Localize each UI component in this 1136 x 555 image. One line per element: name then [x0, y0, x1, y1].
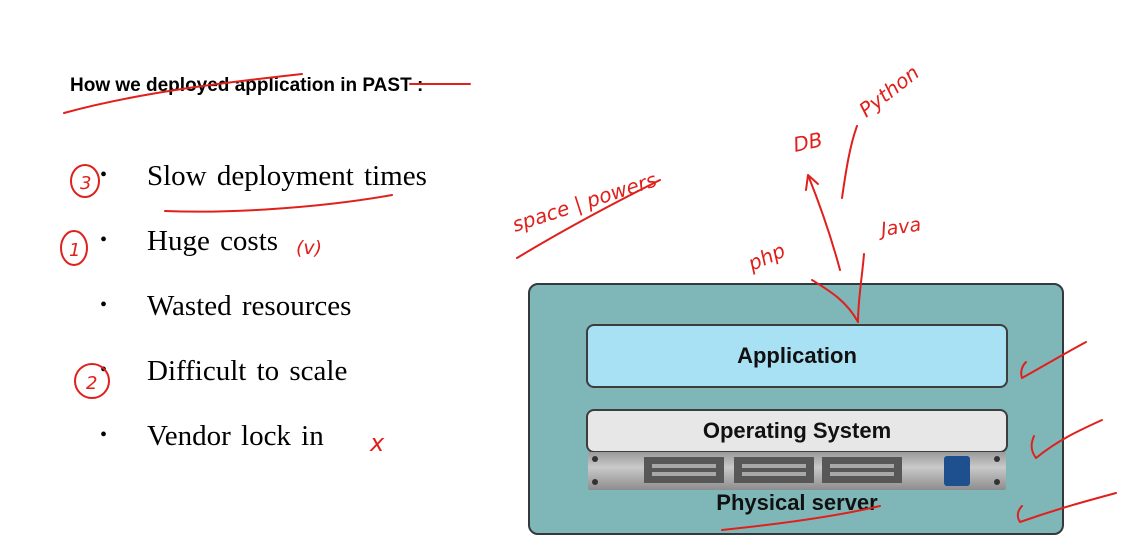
bullet-text: Difficult to scale — [147, 355, 348, 387]
application-layer: Application — [586, 324, 1008, 388]
screw-icon — [994, 456, 1000, 462]
rank-circle-icon — [60, 230, 88, 266]
rank-number: 2 — [86, 373, 97, 394]
arrow-stroke — [805, 174, 841, 271]
slide-title: How we deployed application in PAST : — [70, 75, 424, 96]
handwritten-note: space | powers — [509, 167, 659, 236]
bullet-icon: • — [100, 164, 108, 186]
bullet-icon: • — [100, 229, 108, 251]
bullet-icon: • — [100, 294, 108, 316]
server-rack-icon — [588, 452, 1006, 490]
bullet-icon: • — [100, 424, 108, 446]
handwritten-cross-mark: x — [369, 429, 385, 457]
physical-server-label: Physical server — [716, 490, 878, 515]
underline-stroke — [516, 179, 661, 259]
power-indicator-icon — [944, 456, 970, 486]
handwritten-note: DB — [791, 127, 824, 157]
bullet-text: Huge costs — [147, 225, 279, 257]
handwritten-note: Java — [876, 214, 923, 242]
bullet-text: Vendor lock in — [147, 420, 324, 452]
drive-bay-icon — [822, 457, 902, 483]
operating-system-layer: Operating System — [586, 409, 1008, 453]
drive-bay-icon — [734, 457, 814, 483]
screw-icon — [994, 479, 1000, 485]
bullet-text: Slow deployment times — [147, 160, 427, 192]
rank-number: 3 — [80, 173, 91, 194]
underline-stroke — [164, 194, 393, 213]
bullet-icon: • — [100, 359, 108, 381]
rank-number: 1 — [69, 240, 80, 261]
handwritten-note: (v) — [296, 237, 322, 259]
screw-icon — [592, 456, 598, 462]
rank-circle-icon — [70, 164, 100, 198]
bullet-text: Wasted resources — [147, 290, 352, 322]
arrow-stroke — [841, 125, 858, 199]
drive-bay-icon — [644, 457, 724, 483]
handwritten-note: Python — [854, 60, 923, 122]
handwritten-note: php — [743, 238, 788, 276]
screw-icon — [592, 479, 598, 485]
